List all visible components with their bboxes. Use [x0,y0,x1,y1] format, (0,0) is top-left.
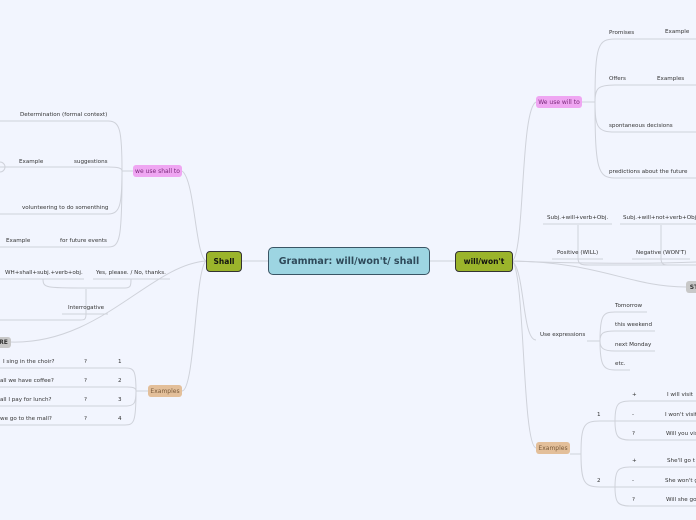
example-mark: + [632,392,637,398]
shall-example-mark: ? [84,416,87,422]
subtopic-we-use-shall-to[interactable]: we use shall to [133,165,182,177]
shall-example-mark: ? [84,359,87,365]
use-predictions[interactable]: predictions about the future [609,169,688,175]
shall-example-text[interactable]: all we have coffee? [0,378,54,384]
use-spontaneous[interactable]: spontaneous decisions [609,123,673,129]
shall-example-num: 1 [118,359,122,365]
shall-example-text[interactable]: all I pay for lunch? [0,397,52,403]
use-promises[interactable]: Promises [609,30,635,36]
example-group-num[interactable]: 2 [597,478,601,484]
example-mark: - [632,412,635,418]
structure-tag-left[interactable]: RE [0,337,11,348]
examples-label[interactable]: Examples [657,76,685,82]
example-mark: ? [632,431,635,437]
shall-example-num: 2 [118,378,122,384]
shall-example-text[interactable]: I sing in the choir? [3,359,55,365]
negative-label[interactable]: Negative (WON'T) [636,250,687,256]
shall-example-mark: ? [84,397,87,403]
interrogative-label[interactable]: Interrogative [68,305,105,311]
subtopic-we-use-will-to[interactable]: We use will to [536,96,582,108]
shall-example-num: 4 [118,416,122,422]
use-future-events[interactable]: for future events [60,238,107,244]
topic-will-wont[interactable]: will/won't [455,251,513,272]
shall-examples[interactable]: Examples [148,385,182,397]
negative-structure[interactable]: Subj.+will+not+verb+Obj. [623,215,696,221]
example-text[interactable]: She won't g [665,478,696,484]
positive-structure[interactable]: Subj.+will+verb+Obj. [547,215,609,221]
interrogative-answers[interactable]: Yes, please. / No, thanks. [96,270,166,276]
shall-example-num: 3 [118,397,122,403]
expression-item[interactable]: etc. [615,361,626,367]
example-text[interactable]: I won't visit [665,412,696,418]
topic-shall[interactable]: Shall [206,251,242,272]
use-expressions-label[interactable]: Use expressions [540,332,586,338]
example-mark: - [632,478,635,484]
example-text[interactable]: Will she go [666,497,696,503]
central-topic[interactable]: Grammar: will/won't/ shall [268,247,430,275]
use-volunteering[interactable]: volunteering to do somenthing [22,205,109,211]
example-text[interactable]: Will you vis [666,431,696,437]
use-offers[interactable]: Offers [609,76,626,82]
example-mark: + [632,458,637,464]
expression-item[interactable]: this weekend [615,322,653,328]
example-group-num[interactable]: 1 [597,412,601,418]
example-label[interactable]: Example [665,29,690,35]
example-label[interactable]: Example [19,159,44,165]
expression-item[interactable]: Tomorrow [615,303,643,309]
example-text[interactable]: I will visit [667,392,693,398]
example-label[interactable]: Example [6,238,31,244]
positive-label[interactable]: Positive (WILL) [557,250,599,256]
will-examples[interactable]: Examples [536,442,570,454]
use-suggestions[interactable]: suggestions [74,159,108,165]
structure-tag-right[interactable]: ST [686,281,696,293]
expression-item[interactable]: next Monday [615,342,652,348]
shall-example-mark: ? [84,378,87,384]
shall-example-text[interactable]: we go to the mall? [0,416,52,422]
interrogative-structure[interactable]: WH+shall+subj.+verb+obj. [5,270,83,276]
use-determination[interactable]: Determination (formal context) [20,112,108,118]
example-mark: ? [632,497,635,503]
example-text[interactable]: She'll go t [667,458,695,464]
